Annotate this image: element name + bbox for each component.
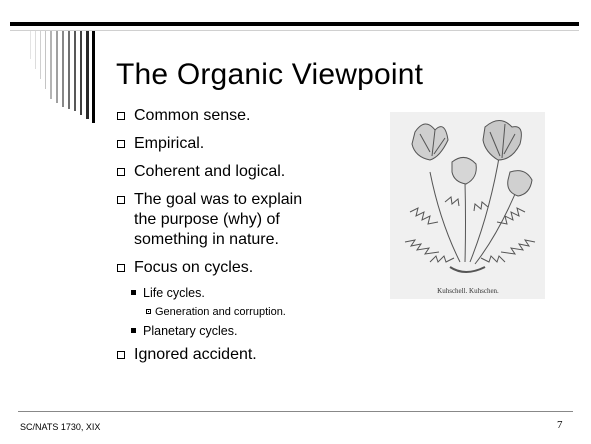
- filled-square-bullet-icon: [131, 290, 136, 295]
- footer-rule: [18, 411, 573, 412]
- hollow-square-bullet-icon: [117, 264, 125, 272]
- top-rule-thin: [10, 30, 579, 31]
- page-number: 7: [557, 419, 563, 431]
- footer-course: SC/NATS 1730, XIX: [20, 422, 101, 432]
- top-rule: [10, 22, 579, 26]
- hollow-square-bullet-icon: [117, 140, 125, 148]
- dotted-square-bullet-icon: [146, 309, 151, 314]
- illustration-caption: Kuhschell. Kuhschen.: [437, 287, 499, 295]
- botanical-illustration: Kuhschell. Kuhschen.: [390, 112, 545, 299]
- hollow-square-bullet-icon: [117, 196, 125, 204]
- hollow-square-bullet-icon: [117, 351, 125, 359]
- slide-title: The Organic Viewpoint: [116, 58, 424, 91]
- filled-square-bullet-icon: [131, 328, 136, 333]
- hollow-square-bullet-icon: [117, 112, 125, 120]
- hollow-square-bullet-icon: [117, 168, 125, 176]
